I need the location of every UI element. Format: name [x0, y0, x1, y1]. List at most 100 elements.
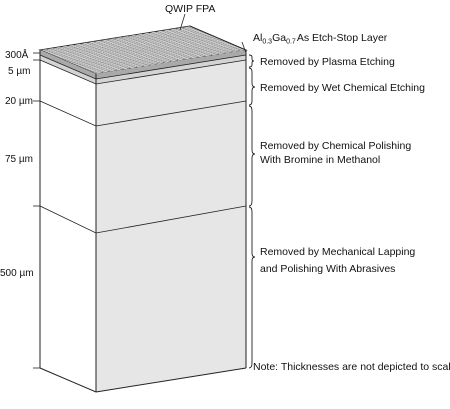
fpa-pixel: [191, 49, 198, 51]
wet-etching-label: Removed by Wet Chemical Etching: [260, 82, 425, 94]
fpa-pixel: [96, 56, 104, 59]
fpa-pixel: [208, 40, 216, 43]
fpa-pixel: [168, 43, 176, 46]
fpa-pixel: [74, 63, 82, 66]
fpa-pixel: [164, 45, 172, 48]
fpa-pixel: [104, 60, 112, 62]
fpa-pixel: [109, 38, 117, 40]
fpa-pixel: [105, 68, 113, 71]
fpa-pixel: [210, 53, 218, 56]
fpa-pixel: [127, 45, 135, 48]
fpa-pixel: [161, 40, 169, 43]
fpa-pixel: [77, 44, 85, 47]
fpa-pixel: [176, 34, 184, 37]
fpa-pixel: [174, 45, 181, 48]
fpa-pixel: [183, 33, 191, 36]
fpa-pixel: [175, 42, 183, 45]
fpa-pixel: [136, 45, 144, 48]
fpa-pixel: [60, 53, 68, 56]
fpa-pixel: [83, 51, 91, 54]
fpa-pixel: [209, 37, 217, 39]
fpa-pixel: [225, 43, 233, 46]
fpa-pixel: [184, 26, 192, 28]
fpa-pixel: [72, 54, 80, 57]
fpa-pixel: [159, 55, 167, 58]
fpa-pixel: [157, 42, 164, 45]
mechanical-lapping-label-2: and Polishing With Abrasives: [260, 263, 395, 275]
fpa-pixel: [120, 58, 128, 61]
fpa-pixel: [198, 52, 206, 55]
fpa-pixel: [157, 34, 165, 37]
fpa-pixel: [105, 52, 112, 55]
fpa-pixel: [164, 57, 172, 60]
fpa-pixel: [153, 49, 161, 51]
fpa-pixel: [111, 51, 119, 54]
leader-qwip-fpa: [179, 13, 186, 31]
fpa-pixel: [125, 49, 133, 51]
fpa-pixel: [101, 58, 109, 61]
fpa-pixel: [169, 36, 177, 38]
fpa-pixel: [184, 38, 192, 40]
fpa-pixel: [94, 43, 101, 46]
fpa-pixel: [134, 49, 142, 51]
fpa-pixel: [64, 46, 72, 49]
fpa-pixel: [90, 50, 98, 52]
fpa-pixel: [128, 38, 136, 40]
fpa-pixel: [128, 54, 136, 57]
fpa-pixel: [153, 37, 161, 39]
plasma-band-side: [96, 55, 246, 84]
fpa-pixel: [173, 53, 181, 56]
fpa-pixel: [151, 52, 159, 55]
fpa-pixel: [167, 46, 175, 49]
fpa-pixel: [73, 46, 81, 49]
fpa-pixel: [147, 54, 155, 57]
bracket-plasma: [248, 54, 255, 68]
fpa-pixel: [129, 34, 137, 37]
fpa-pixel: [220, 41, 227, 44]
fpa-pixel: [82, 42, 90, 45]
fpa-pixel: [118, 50, 126, 52]
fpa-pixel: [94, 60, 102, 62]
fpa-pixel: [141, 60, 149, 62]
fpa-pixel: [201, 53, 209, 56]
fpa-pixel: [84, 43, 92, 46]
fpa-pixel: [57, 48, 65, 50]
fpa-pixel: [194, 30, 202, 33]
fpa-pixel: [84, 67, 92, 70]
fpa-pixel: [208, 52, 215, 55]
fpa-pixel: [66, 60, 74, 62]
fpa-pixel: [171, 32, 179, 35]
fpa-pixel: [91, 54, 99, 57]
fpa-pixel: [186, 39, 194, 42]
fpa-pixel: [53, 50, 61, 52]
fpa-pixel: [71, 62, 79, 64]
plasma-etching-label: Removed by Plasma Etching: [260, 56, 395, 68]
fpa-pixel: [174, 38, 182, 40]
fpa-pixel: [157, 46, 165, 49]
fpa-pixel: [188, 48, 196, 50]
fpa-pixel: [166, 30, 174, 33]
fpa-pixel: [139, 34, 147, 37]
fpa-pixel: [139, 58, 146, 61]
fpa-pixel: [122, 60, 130, 62]
fpa-pixel: [213, 42, 221, 45]
fpa-pixel: [217, 52, 225, 55]
fpa-pixel: [110, 58, 118, 61]
fpa-pixel: [85, 48, 93, 50]
fpa-pixel: [216, 48, 224, 50]
fpa-pixel: [144, 37, 152, 39]
fpa-pixel: [137, 38, 145, 40]
fpa-pixel: [76, 52, 84, 55]
fpa-pixel: [176, 58, 184, 61]
fpa-pixel: [168, 51, 175, 54]
fpa-pixel: [119, 42, 127, 45]
fpa-pixel: [187, 55, 195, 58]
fpa-pixel: [232, 46, 240, 49]
fpa-pixel: [197, 36, 205, 38]
fpa-pixel: [197, 43, 204, 46]
fpa-pixel: [154, 41, 162, 44]
fpa-pixel: [96, 68, 104, 71]
fpa-pixel: [99, 57, 106, 60]
fpa-pixel: [199, 44, 207, 47]
fpa-pixel: [160, 60, 168, 62]
